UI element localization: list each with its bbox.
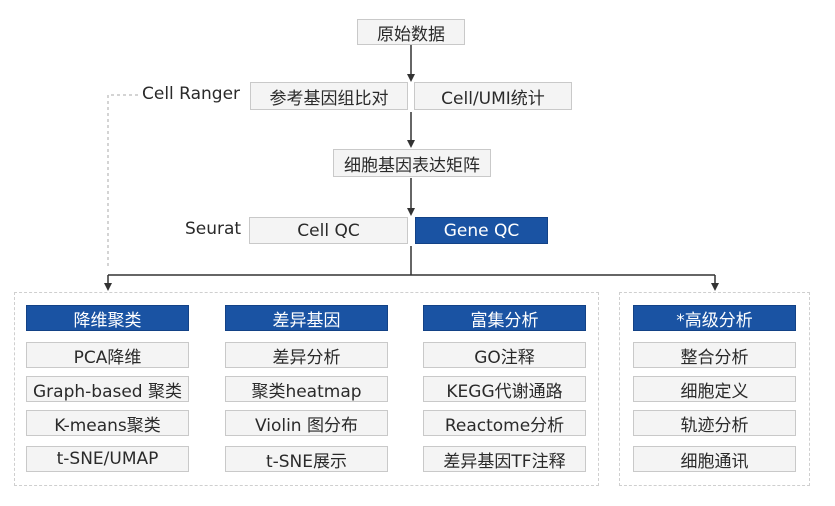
group-item: 差异基因TF注释 bbox=[423, 446, 586, 472]
group-item: 细胞通讯 bbox=[633, 446, 796, 472]
group-item: 细胞定义 bbox=[633, 376, 796, 402]
group-item: 轨迹分析 bbox=[633, 410, 796, 436]
group-item: 聚类heatmap bbox=[225, 376, 388, 402]
group-item: 整合分析 bbox=[633, 342, 796, 368]
analysis-panel-advanced bbox=[619, 292, 810, 486]
align-reference-box: 参考基因组比对 bbox=[250, 82, 408, 110]
raw-data-box: 原始数据 bbox=[357, 19, 465, 45]
group-item: 差异分析 bbox=[225, 342, 388, 368]
group-item: PCA降维 bbox=[26, 342, 189, 368]
group-item: GO注释 bbox=[423, 342, 586, 368]
seurat-label: Seurat bbox=[185, 219, 242, 239]
group-item: Graph-based 聚类 bbox=[26, 376, 189, 402]
group-header-deg: 差异基因 bbox=[225, 305, 388, 331]
group-item: t-SNE/UMAP bbox=[26, 446, 189, 472]
group-item: KEGG代谢通路 bbox=[423, 376, 586, 402]
expression-matrix-box: 细胞基因表达矩阵 bbox=[333, 149, 491, 177]
cell-umi-box: Cell/UMI统计 bbox=[414, 82, 572, 110]
group-item: Violin 图分布 bbox=[225, 410, 388, 436]
analysis-panel-main bbox=[14, 292, 599, 486]
group-item: K-means聚类 bbox=[26, 410, 189, 436]
dashed-cellranger-link bbox=[107, 94, 138, 268]
group-item: Reactome分析 bbox=[423, 410, 586, 436]
group-header-clustering: 降维聚类 bbox=[26, 305, 189, 331]
cell-ranger-label: Cell Ranger bbox=[142, 84, 241, 104]
group-item: t-SNE展示 bbox=[225, 446, 388, 472]
group-header-enrichment: 富集分析 bbox=[423, 305, 586, 331]
cell-qc-box: Cell QC bbox=[249, 217, 408, 244]
group-header-advanced: *高级分析 bbox=[633, 305, 796, 331]
gene-qc-box: Gene QC bbox=[415, 217, 548, 244]
